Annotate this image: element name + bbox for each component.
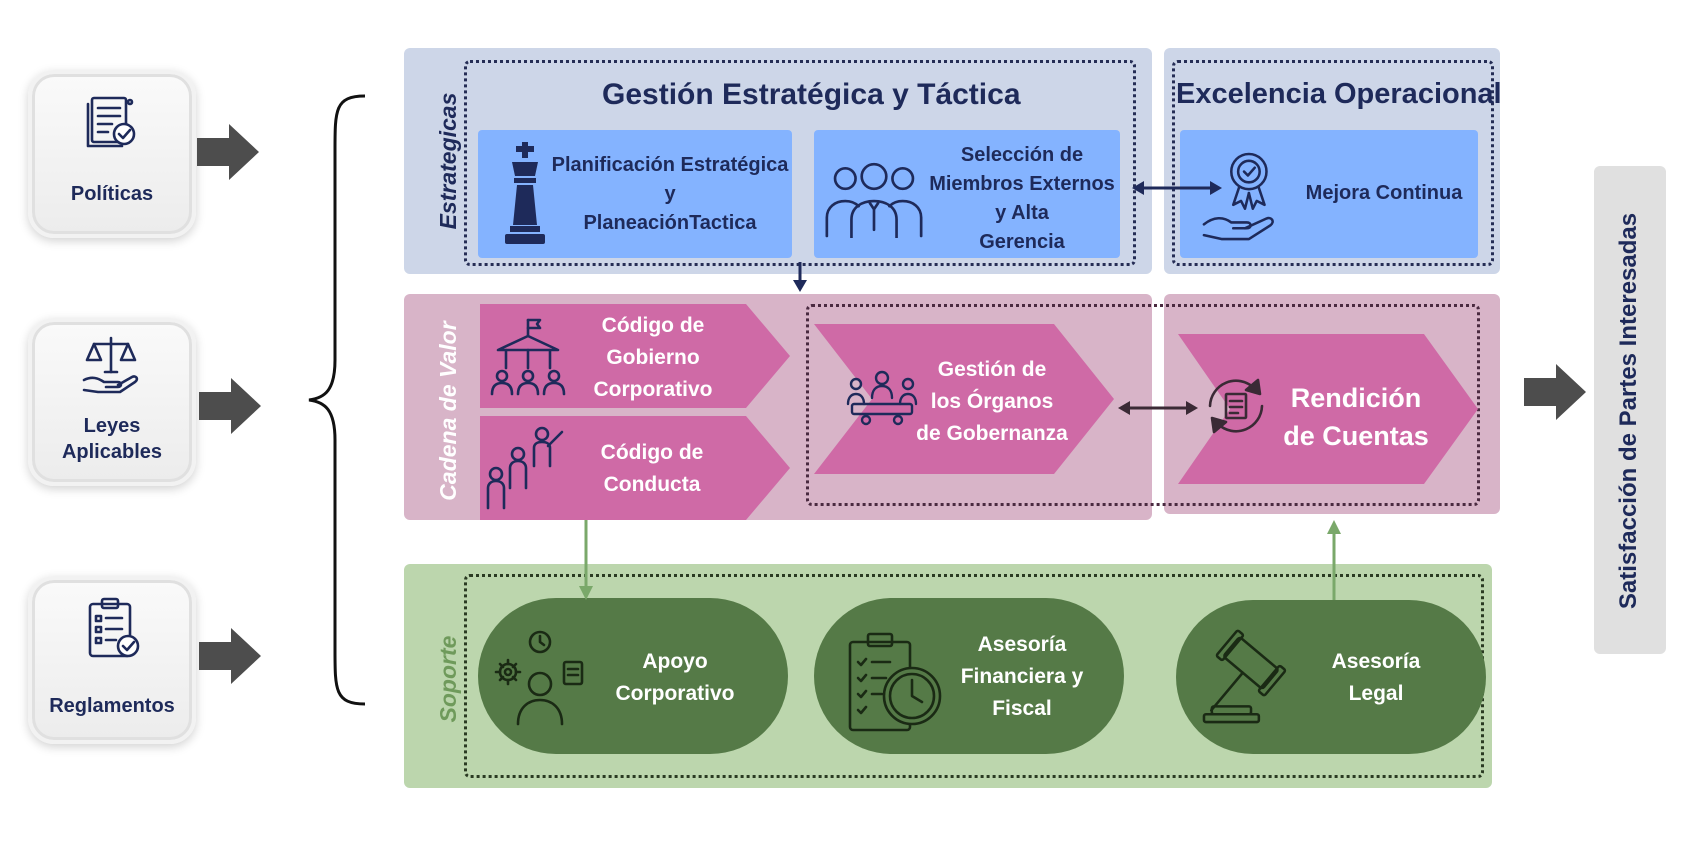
policy-document-icon bbox=[86, 96, 136, 148]
codigo-gobierno-line2: Gobierno bbox=[606, 346, 700, 369]
gestion-organos-chevron bbox=[814, 324, 1114, 474]
seleccion-line1: Selección de bbox=[960, 144, 1084, 166]
leyes-arrow bbox=[199, 378, 261, 434]
estrategicas-label: Estrategicas bbox=[435, 92, 461, 230]
mejora-label: Mejora Continua bbox=[1305, 182, 1463, 204]
strategic-title: Gestión Estratégica y Táctica bbox=[602, 78, 1021, 111]
checklist-clipboard-icon bbox=[88, 597, 140, 658]
financiera-line1: Asesoría bbox=[977, 633, 1067, 656]
chess-king-icon bbox=[505, 142, 545, 244]
person-gears-icon bbox=[494, 630, 584, 726]
rendicion-chevron bbox=[1178, 334, 1478, 484]
reglamentos-label: Reglamentos bbox=[49, 695, 175, 717]
strategic-down-arrow bbox=[793, 262, 807, 292]
reglamentos-card: Reglamentos bbox=[28, 576, 196, 744]
seleccion-line2: Miembros Externos bbox=[929, 173, 1115, 195]
organos-rendicion-arrow bbox=[1118, 401, 1198, 415]
gestion-organos-line3: de Gobernanza bbox=[916, 422, 1068, 445]
rendicion-line2: de Cuentas bbox=[1283, 421, 1429, 451]
output-panel bbox=[1594, 166, 1666, 654]
curly-brace bbox=[308, 94, 365, 706]
financiera-line3: Fiscal bbox=[992, 697, 1052, 720]
excellence-dotted-frame bbox=[1172, 60, 1494, 266]
value-chain-dotted-frame bbox=[806, 304, 1480, 506]
excellence-title: Excelencia Operacional bbox=[1176, 78, 1502, 110]
seleccion-line3: y Alta bbox=[995, 202, 1049, 224]
seleccion-mejora-arrow bbox=[1132, 181, 1222, 195]
legal-line1: Asesoría bbox=[1331, 650, 1421, 673]
codigo-conducta-chevron bbox=[480, 416, 790, 520]
politicas-card: Políticas bbox=[28, 70, 196, 238]
planificacion-line1: Planificación Estratégica bbox=[551, 154, 789, 176]
codigo-gobierno-line1: Código de bbox=[601, 314, 705, 337]
clipboard-clock-icon bbox=[848, 632, 942, 732]
financiera-line2: Financiera y bbox=[960, 665, 1084, 688]
conducta-apoyo-arrow bbox=[579, 520, 593, 600]
politicas-label: Políticas bbox=[70, 183, 154, 205]
politicas-arrow bbox=[197, 124, 259, 180]
legal-pill bbox=[1176, 600, 1486, 754]
planificacion-line3: PlaneaciónTactica bbox=[583, 212, 757, 234]
governance-building-icon bbox=[490, 318, 566, 396]
satisfaccion-label: Satisfacción de Partes Interesadas bbox=[1615, 212, 1642, 610]
apoyo-line2: Corporativo bbox=[615, 682, 735, 705]
apoyo-line1: Apoyo bbox=[642, 650, 708, 673]
presenter-group-icon bbox=[486, 426, 564, 510]
cycle-document-icon bbox=[1208, 378, 1264, 434]
gavel-icon bbox=[1202, 629, 1287, 724]
meeting-table-icon bbox=[846, 370, 918, 426]
legal-rendicion-arrow bbox=[1327, 520, 1341, 600]
leyes-label-line2: Aplicables bbox=[61, 441, 163, 463]
apoyo-pill bbox=[478, 598, 788, 754]
seleccion-line4: Gerencia bbox=[979, 231, 1065, 253]
output-arrow bbox=[1524, 364, 1586, 420]
codigo-gobierno-chevron bbox=[480, 304, 790, 408]
reglamentos-arrow bbox=[199, 628, 261, 684]
leyes-label-line1: Leyes bbox=[83, 415, 141, 437]
codigo-conducta-line1: Código de bbox=[600, 441, 704, 464]
cadena-label: Cadena de Valor bbox=[435, 321, 461, 501]
scales-hand-icon bbox=[82, 336, 139, 394]
soporte-label: Soporte bbox=[435, 635, 461, 723]
award-hand-icon bbox=[1202, 152, 1274, 241]
codigo-gobierno-line3: Corporativo bbox=[593, 378, 713, 401]
rendicion-line1: Rendición bbox=[1290, 383, 1422, 413]
gestion-organos-line1: Gestión de bbox=[937, 358, 1047, 381]
planificacion-line2: y bbox=[664, 183, 676, 205]
mejora-box bbox=[1180, 130, 1478, 258]
codigo-conducta-line2: Conducta bbox=[603, 473, 701, 496]
seleccion-box bbox=[814, 130, 1120, 258]
leyes-card: Leyes Aplicables bbox=[28, 318, 196, 486]
gestion-organos-line2: los Órganos bbox=[930, 390, 1054, 413]
business-team-icon bbox=[825, 162, 923, 238]
legal-line2: Legal bbox=[1348, 682, 1404, 705]
